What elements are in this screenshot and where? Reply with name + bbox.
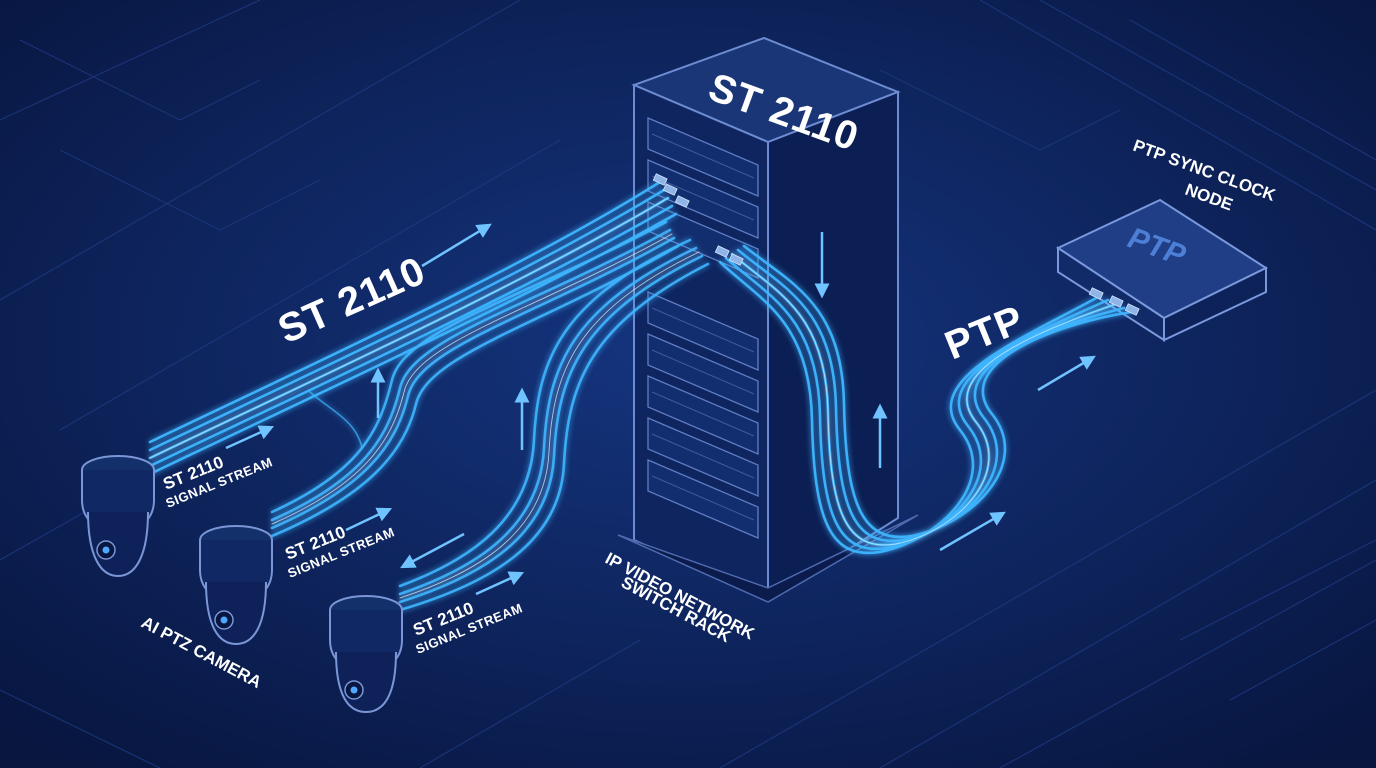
- camera-2: [199, 525, 273, 646]
- cable-bundles: [148, 180, 1134, 612]
- camera-1: [81, 455, 155, 578]
- flow-arrows: [225, 223, 1096, 596]
- cable-connectors: [652, 173, 1140, 316]
- ptp-clock-node: [1055, 198, 1269, 342]
- camera-3: [329, 595, 403, 714]
- switch-rack: [617, 36, 919, 603]
